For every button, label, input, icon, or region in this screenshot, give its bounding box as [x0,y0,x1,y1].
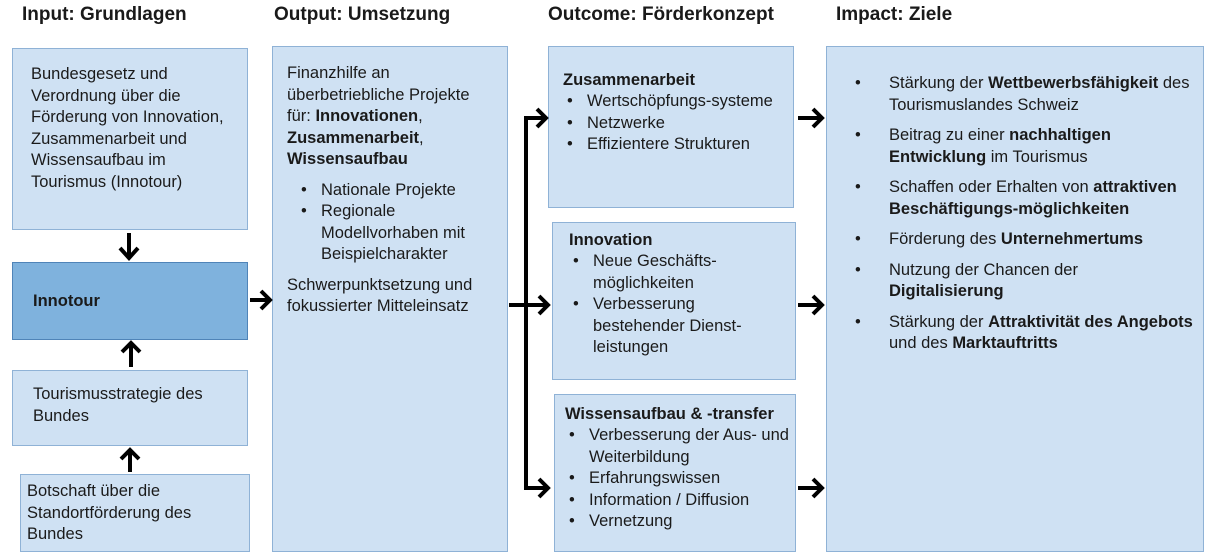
output-intro: Finanzhilfe an überbetriebliche Projekte… [287,64,470,168]
outcome-innovation-list: Neue Geschäfts-möglichkeiten Verbesserun… [569,251,787,359]
input-law-box: Bundesgesetz und Verordnung über die För… [12,48,248,230]
list-item: Netzwerke [563,113,785,135]
outcome-zusammenarbeit-title: Zusammenarbeit [563,71,696,89]
list-item: Erfahrungswissen [565,468,789,490]
list-item: Wertschöpfungs-systeme [563,91,785,113]
arrow-right-icon [524,294,551,316]
list-item: Effizientere Strukturen [563,134,785,156]
arrow-right-icon [798,294,825,316]
impact-box: Stärkung der Wettbewerbsfähigkeit des To… [826,46,1204,552]
input-message-box: Botschaft über die Standortförderung des… [20,474,250,552]
outcome-wissen-list: Verbesserung der Aus- und Weiterbildung … [565,425,789,533]
output-focus: Schwerpunktsetzung und fokussierter Mitt… [287,275,473,316]
outcome-zusammenarbeit-list: Wertschöpfungs-systeme Netzwerke Effizie… [563,91,785,156]
outcome-innovation-box: Innovation Neue Geschäfts-möglichkeiten … [552,222,796,380]
header-input: Input: Grundlagen [22,4,187,25]
outcome-zusammenarbeit-box: Zusammenarbeit Wertschöpfungs-systeme Ne… [548,46,794,208]
output-box: Finanzhilfe an überbetriebliche Projekte… [272,46,508,552]
input-message-text: Botschaft über die Standortförderung des… [27,482,192,543]
header-outcome: Outcome: Förderkonzept [548,4,774,25]
impact-item: Nutzung der Chancen der Digitalisierung [855,260,1193,303]
impact-item: Beitrag zu einer nachhaltigen Entwicklun… [855,125,1193,168]
arrow-right-icon [250,289,273,311]
list-item: Information / Diffusion [565,490,789,512]
impact-list: Stärkung der Wettbewerbsfähigkeit des To… [855,73,1193,355]
header-impact: Impact: Ziele [836,4,953,25]
list-item: Verbesserung bestehender Dienst-leistung… [569,294,787,359]
impact-item: Schaffen oder Erhalten von attraktiven B… [855,177,1193,220]
output-list: Nationale Projekte Regionale Modellvorha… [297,180,497,266]
header-output: Output: Umsetzung [274,4,451,25]
list-item: Verbesserung der Aus- und Weiterbildung [565,425,789,468]
arrow-right-icon [524,477,551,499]
impact-item: Stärkung der Attraktivität des Angebots … [855,312,1193,355]
arrow-right-icon [798,477,825,499]
list-item: Nationale Projekte [297,180,497,202]
impact-item: Förderung des Unternehmertums [855,229,1193,251]
outcome-wissen-title: Wissensaufbau & -transfer [565,405,774,423]
branch-connector [509,118,528,488]
input-law-text: Bundesgesetz und Verordnung über die För… [31,65,224,191]
arrow-right-icon [798,107,825,129]
arrow-right-icon [524,107,549,129]
arrow-down-icon [118,233,140,261]
input-strategy-text: Tourismusstrategie des Bundes [33,385,203,425]
list-item: Vernetzung [565,511,789,533]
innotour-label: Innotour [33,292,100,310]
innotour-box: Innotour [12,262,248,340]
list-item: Regionale Modellvorhaben mit Beispielcha… [297,201,497,266]
arrow-up-icon [119,447,141,472]
list-item: Neue Geschäfts-möglichkeiten [569,251,787,294]
outcome-innovation-title: Innovation [569,231,653,249]
arrow-up-icon [120,340,142,367]
input-strategy-box: Tourismusstrategie des Bundes [12,370,248,446]
impact-item: Stärkung der Wettbewerbsfähigkeit des To… [855,73,1193,116]
outcome-wissen-box: Wissensaufbau & -transfer Verbesserung d… [554,394,796,552]
